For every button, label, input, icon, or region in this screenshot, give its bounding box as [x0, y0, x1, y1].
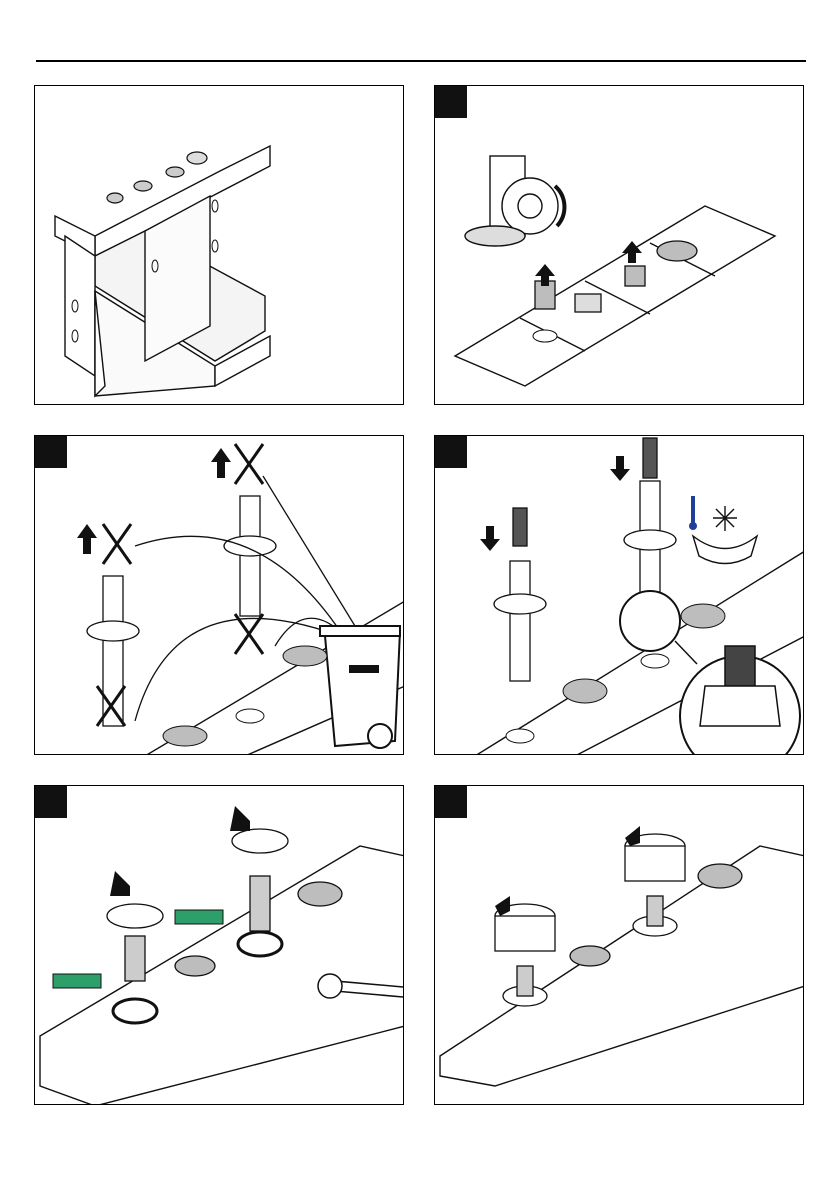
- step-badge: [435, 86, 467, 118]
- up-arrow-icon: [77, 448, 231, 554]
- snowflake-icon: [693, 506, 757, 564]
- install-cartridge-illustration: [435, 436, 804, 755]
- panel-step-1: [434, 85, 804, 405]
- step-badge: [35, 786, 67, 818]
- step-badge: [435, 786, 467, 818]
- handle-puller-tool: [465, 156, 558, 246]
- down-arrow-icon: [480, 456, 630, 551]
- panel-overview: [34, 85, 404, 405]
- curved-arrow-icon: [495, 826, 640, 916]
- panel-step-5: [434, 785, 804, 1105]
- panel-step-4: [34, 785, 404, 1105]
- panel-step-3: [434, 435, 804, 755]
- mounting-box-illustration: [35, 86, 404, 405]
- step-badge: [35, 436, 67, 468]
- trash-bin-icon: [320, 626, 400, 748]
- discard-illustration: [35, 436, 404, 755]
- header-rule: [36, 60, 806, 62]
- step-badge: [435, 436, 467, 468]
- grease-tighten-illustration: [35, 786, 404, 1105]
- curved-arrow-icon: [110, 806, 250, 896]
- socket-wrench: [87, 496, 276, 726]
- install-sleeve-illustration: [435, 786, 804, 1105]
- remove-handles-illustration: [435, 86, 804, 405]
- panel-step-2: [34, 435, 404, 755]
